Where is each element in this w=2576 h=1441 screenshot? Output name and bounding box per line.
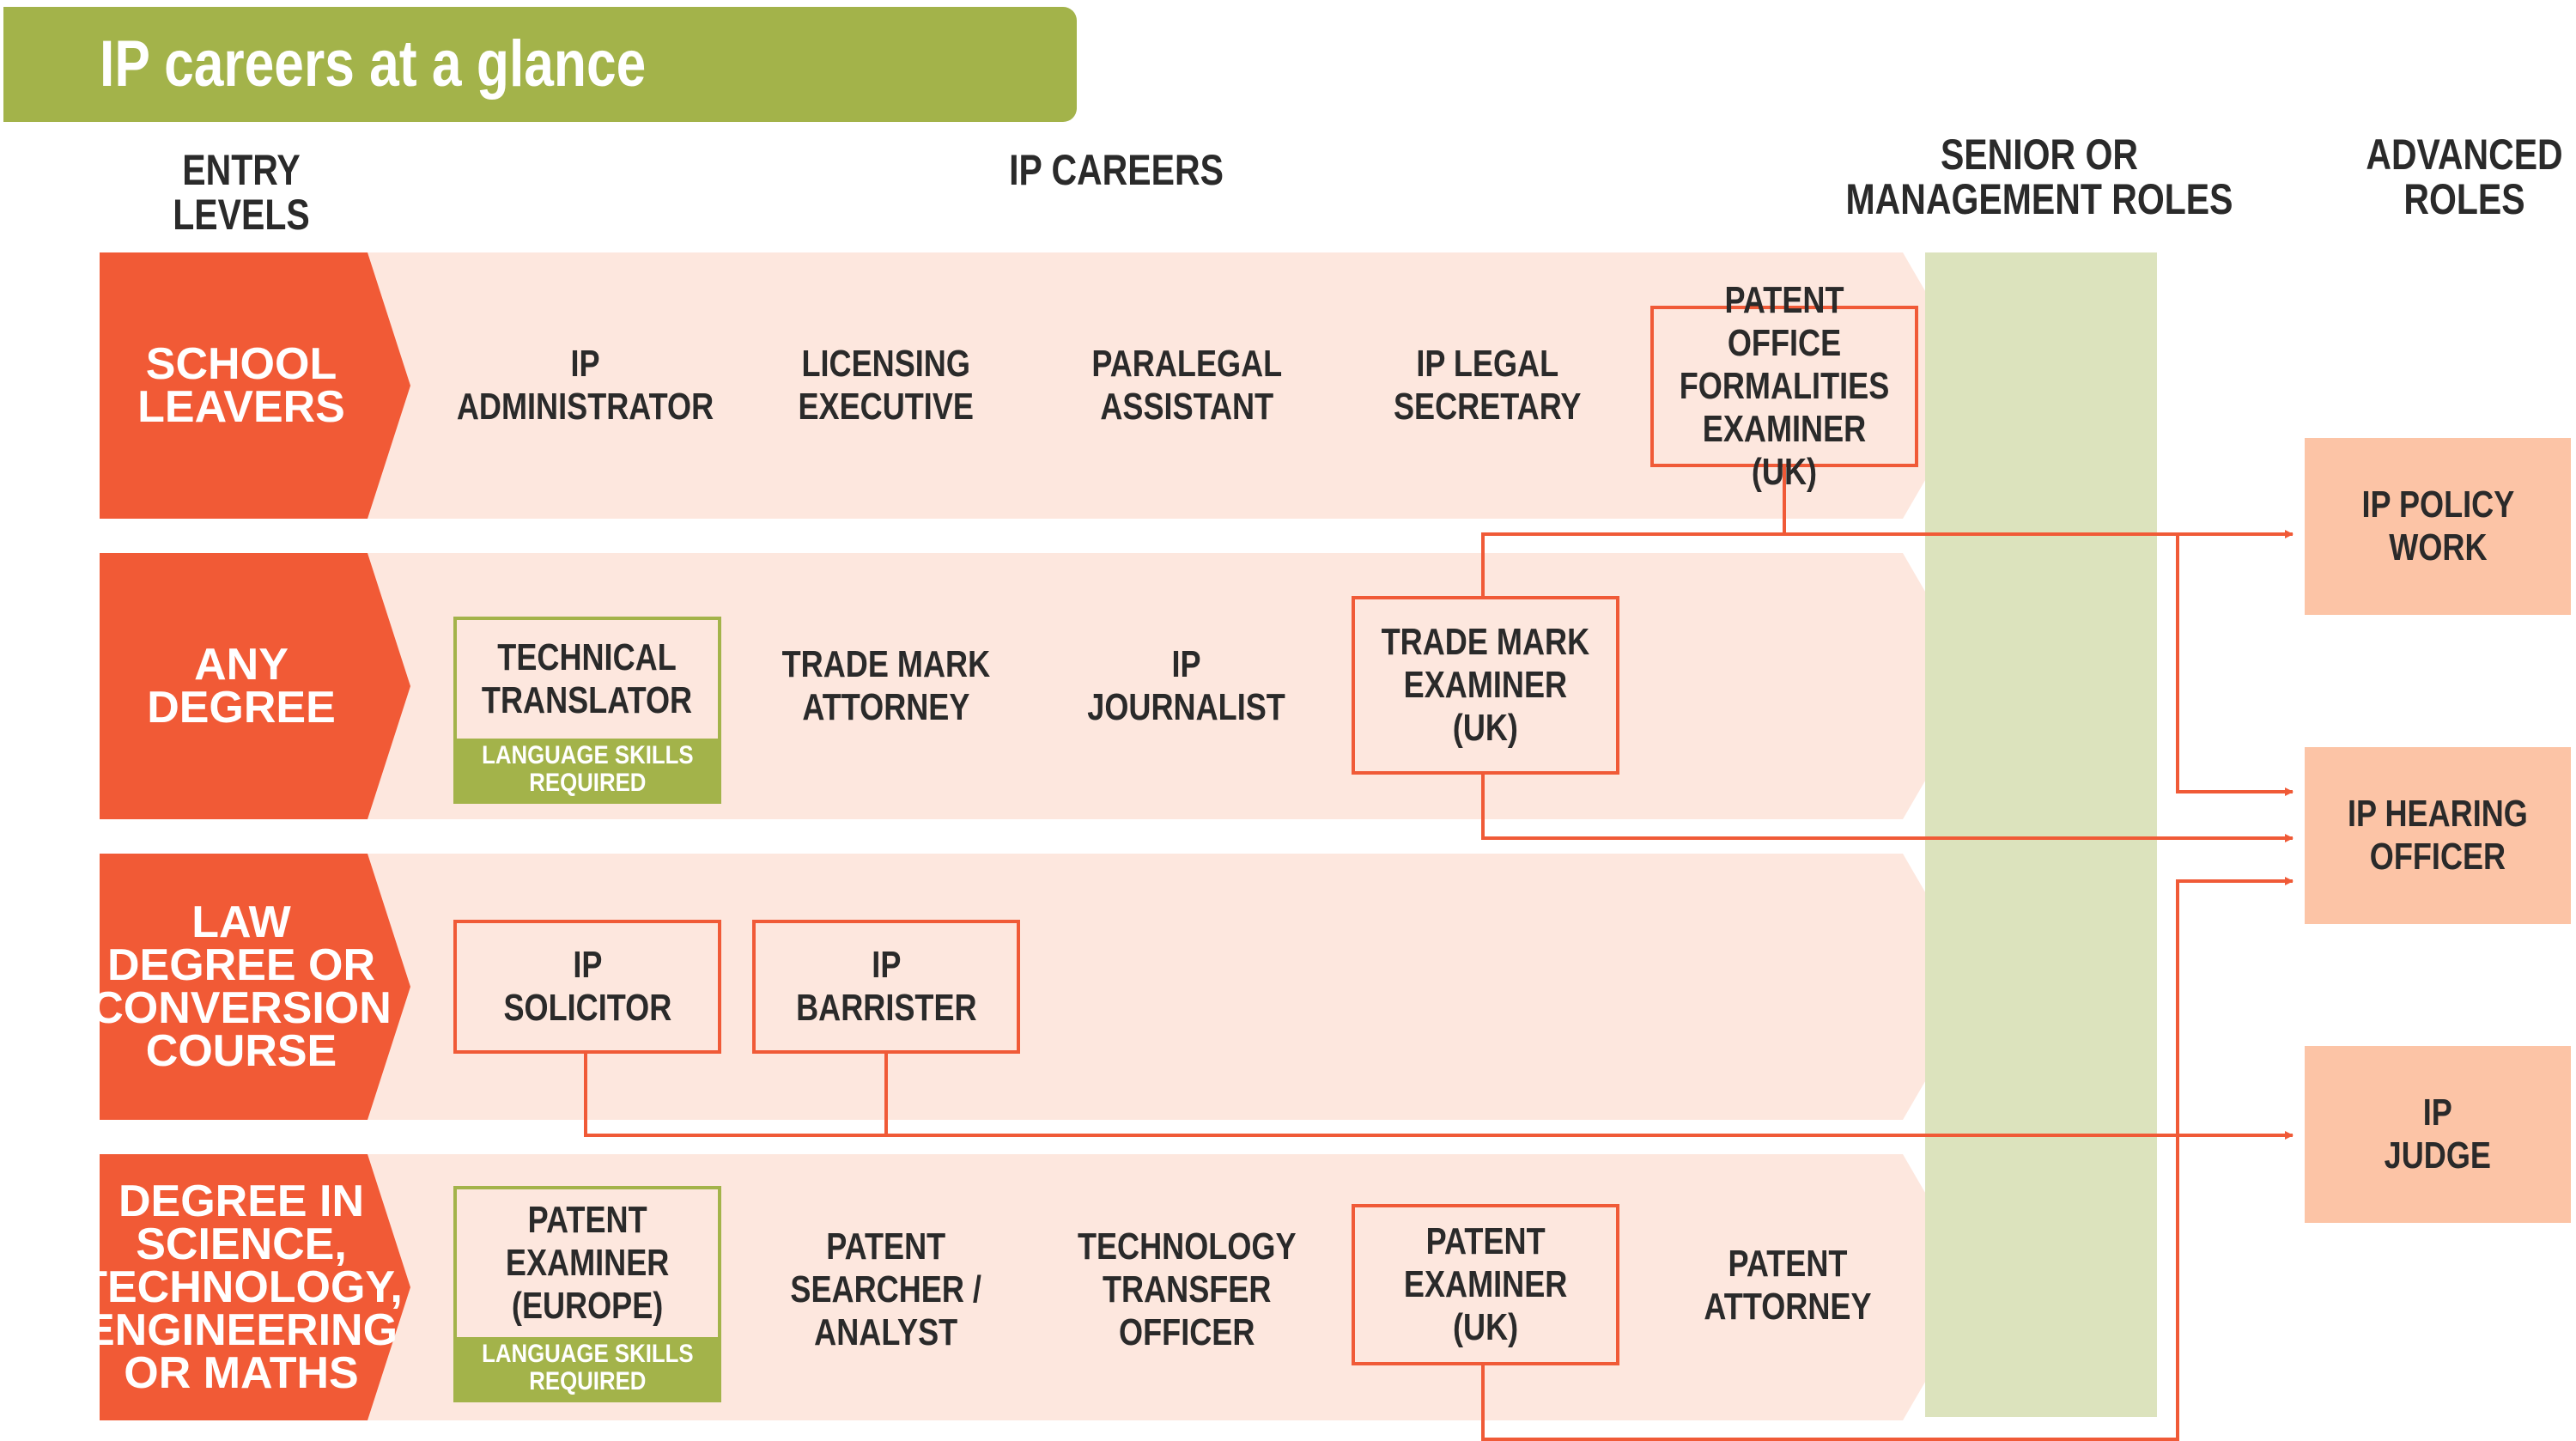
- career-ip-legal-secretary: IP LEGAL SECRETARY: [1393, 343, 1582, 428]
- header-entry-levels: ENTRY LEVELS: [173, 146, 310, 239]
- title-banner: [3, 7, 1077, 122]
- arrow-to-ip-hearing-a: [2176, 534, 2293, 796]
- entry-level-label: ANY DEGREE: [147, 640, 336, 733]
- career-licensing-executive: LICENSING EXECUTIVE: [798, 343, 975, 428]
- career-patent-attorney: PATENT ATTORNEY: [1704, 1243, 1872, 1328]
- header-ip-careers: IP CAREERS: [1009, 146, 1224, 194]
- career-ip-administrator: IP ADMINISTRATOR: [457, 343, 714, 428]
- career-ip-journalist: IP JOURNALIST: [1087, 643, 1286, 728]
- career-label-wrap: TECHNICAL TRANSLATOR: [482, 636, 693, 721]
- career-ip-barrister: IP BARRISTER: [752, 920, 1020, 1054]
- career-technical-translator: TECHNICAL TRANSLATOR LANGUAGE SKILLS REQ…: [453, 617, 721, 804]
- advanced-role-ip-hearing-officer: IP HEARING OFFICER: [2305, 747, 2571, 924]
- page-title: IP careers at a glance: [100, 27, 647, 100]
- career-patent-examiner-europe: PATENT EXAMINER (EUROPE) LANGUAGE SKILLS…: [453, 1186, 721, 1402]
- career-patent-office-formalities-examiner: PATENT OFFICE FORMALITIES EXAMINER (UK): [1650, 279, 1918, 493]
- entry-chevron-law-degree: LAW DEGREE OR CONVERSION COURSE: [91, 854, 410, 1120]
- header-advanced-roles: ADVANCED ROLES: [2366, 131, 2563, 223]
- career-patent-examiner-uk: PATENT EXAMINER (UK): [1352, 1204, 1619, 1365]
- band-arrow-shape: [100, 252, 1980, 519]
- career-paralegal-assistant: PARALEGAL ASSISTANT: [1091, 343, 1282, 428]
- career-trade-mark-examiner-uk: TRADE MARK EXAMINER (UK): [1352, 596, 1619, 775]
- entry-level-label: LAW DEGREE OR CONVERSION COURSE: [91, 897, 392, 1076]
- career-patent-searcher-analyst: PATENT SEARCHER / ANALYST: [790, 1225, 982, 1353]
- advanced-role-ip-judge: IP JUDGE: [2305, 1046, 2571, 1223]
- entry-level-label: DEGREE IN SCIENCE, TECHNOLOGY, ENGINEERI…: [80, 1177, 403, 1398]
- chevron-shape: [100, 252, 410, 519]
- career-ip-solicitor: IP SOLICITOR: [453, 920, 721, 1054]
- career-trade-mark-attorney: TRADE MARK ATTORNEY: [781, 643, 991, 728]
- chevron-shape: [100, 553, 410, 819]
- career-technology-transfer-officer: TECHNOLOGY TRANSFER OFFICER: [1077, 1225, 1297, 1353]
- header-senior-roles: SENIOR OR MANAGEMENT ROLES: [1845, 131, 2233, 223]
- entry-chevron-school-leavers: SCHOOL LEAVERS: [100, 252, 410, 519]
- senior-management-column: [1925, 252, 2157, 1417]
- row-band-school-leavers: [100, 252, 1980, 519]
- entry-chevron-stem-degree: DEGREE IN SCIENCE, TECHNOLOGY, ENGINEERI…: [80, 1154, 410, 1420]
- language-skills-badge: LANGUAGE SKILLS REQUIRED: [457, 739, 718, 800]
- chevron-shape: [100, 1154, 410, 1420]
- language-skills-badge: LANGUAGE SKILLS REQUIRED: [457, 1337, 718, 1399]
- career-label-wrap: PATENT EXAMINER (EUROPE): [505, 1199, 670, 1327]
- entry-chevron-any-degree: ANY DEGREE: [100, 553, 410, 819]
- advanced-role-ip-policy-work: IP POLICY WORK: [2305, 438, 2571, 615]
- entry-level-label: SCHOOL LEAVERS: [137, 339, 345, 432]
- chevron-shape: [100, 854, 410, 1120]
